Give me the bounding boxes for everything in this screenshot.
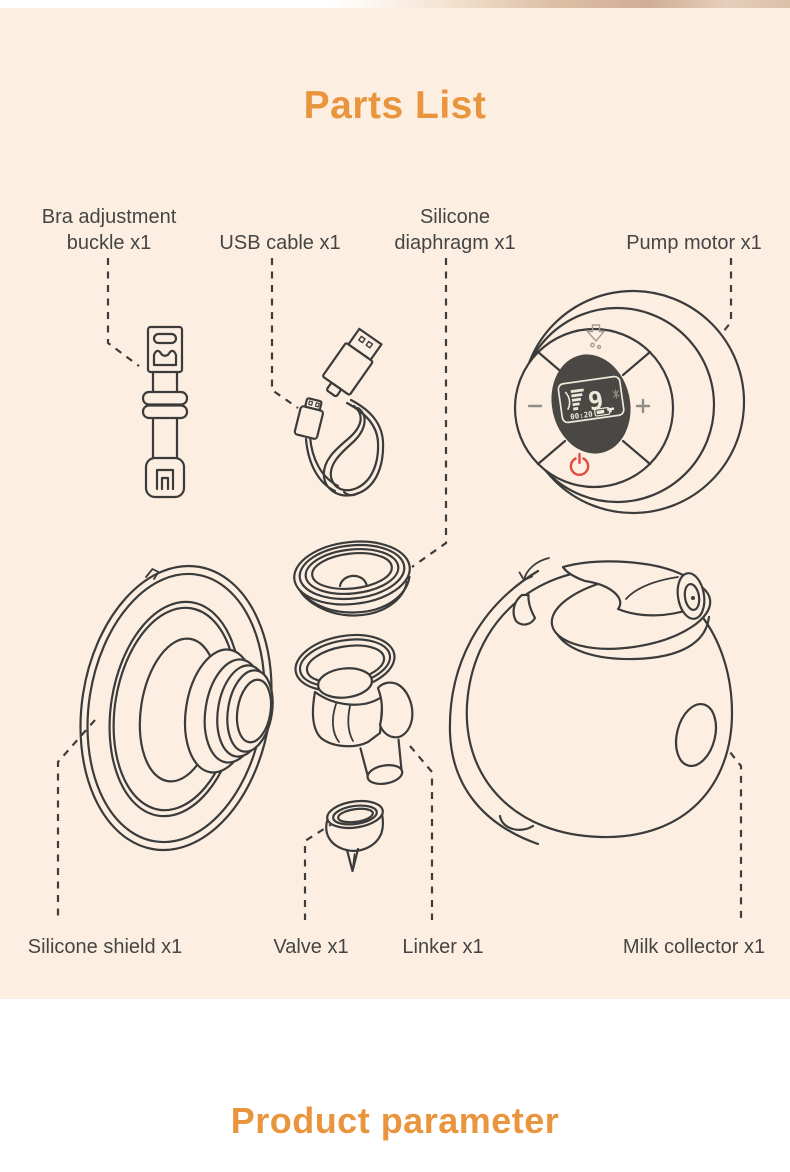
- bottom-foot: [498, 814, 535, 831]
- label-silicone-diaphragm-line2: diaphragm x1: [394, 232, 516, 254]
- label-silicone-diaphragm: Silicone diaphragm x1: [394, 204, 515, 256]
- silicone-shield-illustration: [79, 564, 274, 852]
- photo-strip: [0, 0, 790, 8]
- label-bra-buckle-line2: buckle x1: [66, 232, 152, 254]
- label-milk-collector-text: Milk collector x1: [622, 936, 766, 958]
- product-parameter-title: Product parameter: [230, 1100, 560, 1141]
- label-bra-buckle-line1: Bra adjustment: [41, 206, 177, 228]
- pump-motor-illustration: 9 00:20: [513, 289, 746, 515]
- silicone-diaphragm-illustration: [293, 540, 411, 617]
- usb-cable-drawing: [293, 327, 385, 497]
- vacuum-wave-icon: [564, 391, 571, 411]
- usb-a-plug: [322, 327, 383, 398]
- label-silicone-shield-text: Silicone shield x1: [27, 936, 183, 958]
- label-linker: Linker x1: [402, 934, 483, 960]
- bra-buckle-illustration: [141, 325, 189, 499]
- pour-spout-tube: [561, 560, 693, 617]
- label-usb-cable: USB cable x1: [219, 230, 340, 256]
- micro-usb-plug: [293, 397, 325, 440]
- power-icon: [569, 452, 590, 476]
- battery-icon: [594, 406, 612, 417]
- valve-drawing: [325, 799, 384, 873]
- silicone-diaphragm-drawing: [293, 540, 411, 617]
- linker-spout: [359, 738, 404, 785]
- lid-latch-tab: [512, 593, 537, 626]
- letdown-drop-icon: [585, 324, 606, 350]
- milk-collector-illustration: [448, 557, 734, 846]
- stimulation-icon: [612, 389, 620, 399]
- valve-illustration: [325, 799, 384, 873]
- label-usb-cable-text: USB cable x1: [219, 232, 341, 254]
- label-milk-collector: Milk collector x1: [623, 934, 765, 960]
- label-valve: Valve x1: [273, 934, 348, 960]
- level-bars-icon: [570, 388, 584, 411]
- linker-drawing: [294, 633, 414, 785]
- parts-list-title: Parts List: [303, 84, 487, 127]
- lid-band: [551, 615, 711, 661]
- label-linker-text: Linker x1: [402, 936, 484, 958]
- label-silicone-diaphragm-line1: Silicone: [419, 206, 491, 228]
- usb-cable-illustration: [293, 327, 385, 497]
- label-valve-text: Valve x1: [273, 936, 349, 958]
- label-bra-buckle: Bra adjustment buckle x1: [42, 204, 177, 256]
- label-silicone-shield: Silicone shield x1: [28, 934, 183, 960]
- side-window: [674, 702, 718, 768]
- bra-buckle-drawing: [141, 325, 189, 499]
- label-pump-motor-text: Pump motor x1: [626, 232, 762, 254]
- label-pump-motor: Pump motor x1: [626, 230, 762, 256]
- lid-arrow-icon: [518, 557, 550, 581]
- linker-illustration: [294, 633, 414, 785]
- display-timer-value: 00:20: [570, 409, 594, 421]
- plus-button-icon: [635, 398, 651, 414]
- milk-collector-drawing: [448, 557, 734, 846]
- display-screen: 9 00:20: [557, 375, 625, 424]
- display-bezel: [551, 354, 631, 454]
- silicone-shield-drawing: [79, 564, 274, 852]
